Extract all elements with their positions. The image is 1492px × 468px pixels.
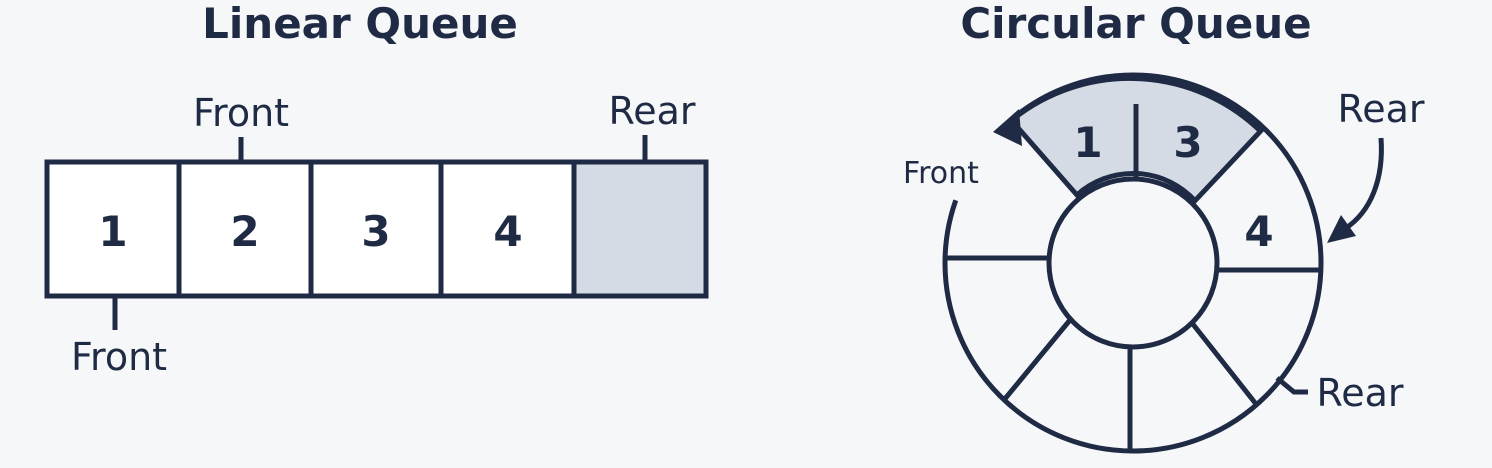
linear-cell-4 xyxy=(571,159,709,299)
circular-queue: Circular Queue 1 3 4 Front Rear Rear xyxy=(903,0,1425,454)
circular-rear-top-label: Rear xyxy=(1338,87,1425,131)
linear-cell-2 xyxy=(308,159,444,299)
linear-front-top-label: Front xyxy=(193,91,289,135)
circular-rear-bottom-pointer xyxy=(1275,376,1308,395)
circular-right-value: 4 xyxy=(1244,207,1273,256)
circular-front-label: Front xyxy=(903,156,979,191)
linear-cell-2-value: 3 xyxy=(361,207,390,256)
linear-queue: Linear Queue Front Rear 1 2 3 4 Front xyxy=(44,0,709,379)
circular-top-left-value: 1 xyxy=(1073,118,1102,167)
circular-rear-top-arrowhead xyxy=(1327,215,1356,243)
linear-cell-1-value: 2 xyxy=(230,207,259,256)
circular-top-right-value: 3 xyxy=(1173,118,1202,167)
linear-rear-top-label: Rear xyxy=(609,89,696,133)
circular-rear-bottom-label: Rear xyxy=(1317,371,1404,415)
linear-queue-title: Linear Queue xyxy=(202,0,518,48)
linear-cell-3-value: 4 xyxy=(493,207,522,256)
linear-cells: 1 2 3 4 xyxy=(44,159,709,299)
linear-front-bottom-label: Front xyxy=(71,335,167,379)
circular-dividers xyxy=(945,104,1321,451)
circular-inner-hole xyxy=(1046,176,1220,350)
circular-rear-top-arrow xyxy=(1344,137,1384,231)
divider-lower-left xyxy=(1002,318,1072,402)
linear-cell-0-value: 1 xyxy=(98,207,127,256)
circular-queue-title: Circular Queue xyxy=(960,0,1311,48)
circular-outer-ring xyxy=(942,72,1324,454)
linear-cell-3 xyxy=(438,159,577,299)
divider-lower-right xyxy=(1190,321,1258,406)
circular-front-arrowhead xyxy=(993,109,1022,146)
